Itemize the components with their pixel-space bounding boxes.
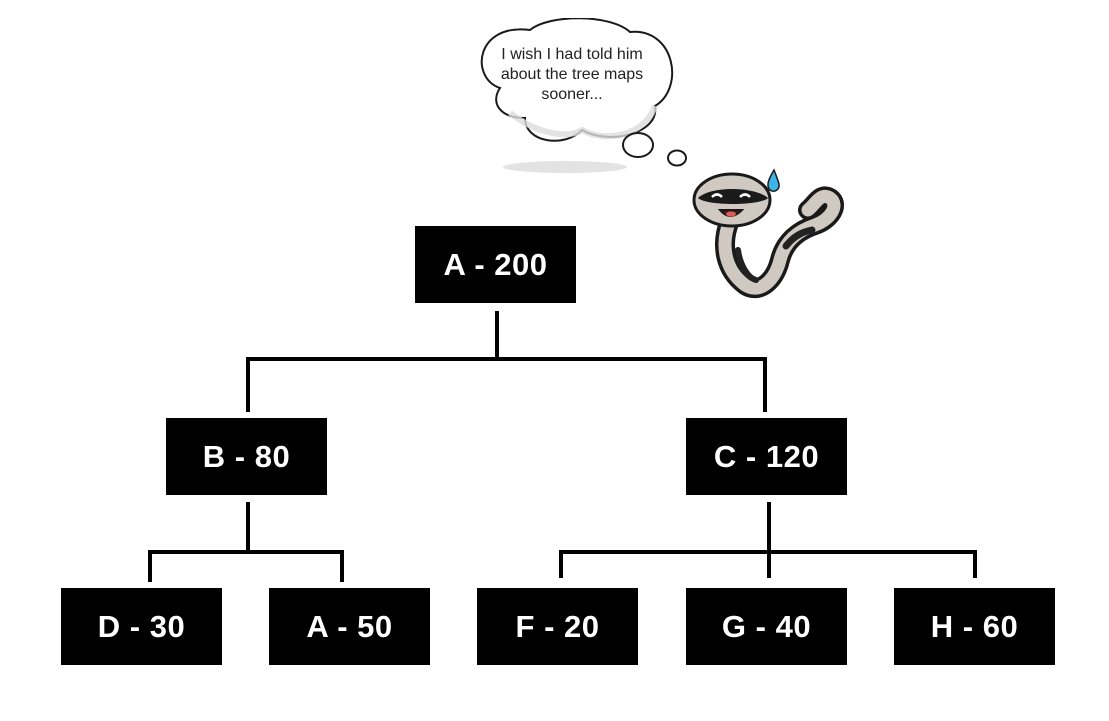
thought-bubble-text: I wish I had told him about the tree map… — [500, 46, 644, 103]
sweat-drop-icon — [767, 168, 780, 192]
tree-node-f: F - 20 — [477, 588, 638, 665]
tree-node-c: C - 120 — [686, 418, 847, 495]
thought-bubble — [480, 18, 687, 173]
tree-node-h: H - 60 — [894, 588, 1055, 665]
bubble-dot-large — [622, 132, 654, 158]
tree-node-root: A - 200 — [415, 226, 576, 303]
tree-node-a50: A - 50 — [269, 588, 430, 665]
snake-icon — [692, 168, 844, 299]
bubble-dot-small — [667, 149, 687, 167]
bubble-shadow — [503, 161, 627, 173]
tree-node-g: G - 40 — [686, 588, 847, 665]
tree-node-b: B - 80 — [166, 418, 327, 495]
bubble-cloud — [480, 18, 674, 142]
tree-node-d: D - 30 — [61, 588, 222, 665]
